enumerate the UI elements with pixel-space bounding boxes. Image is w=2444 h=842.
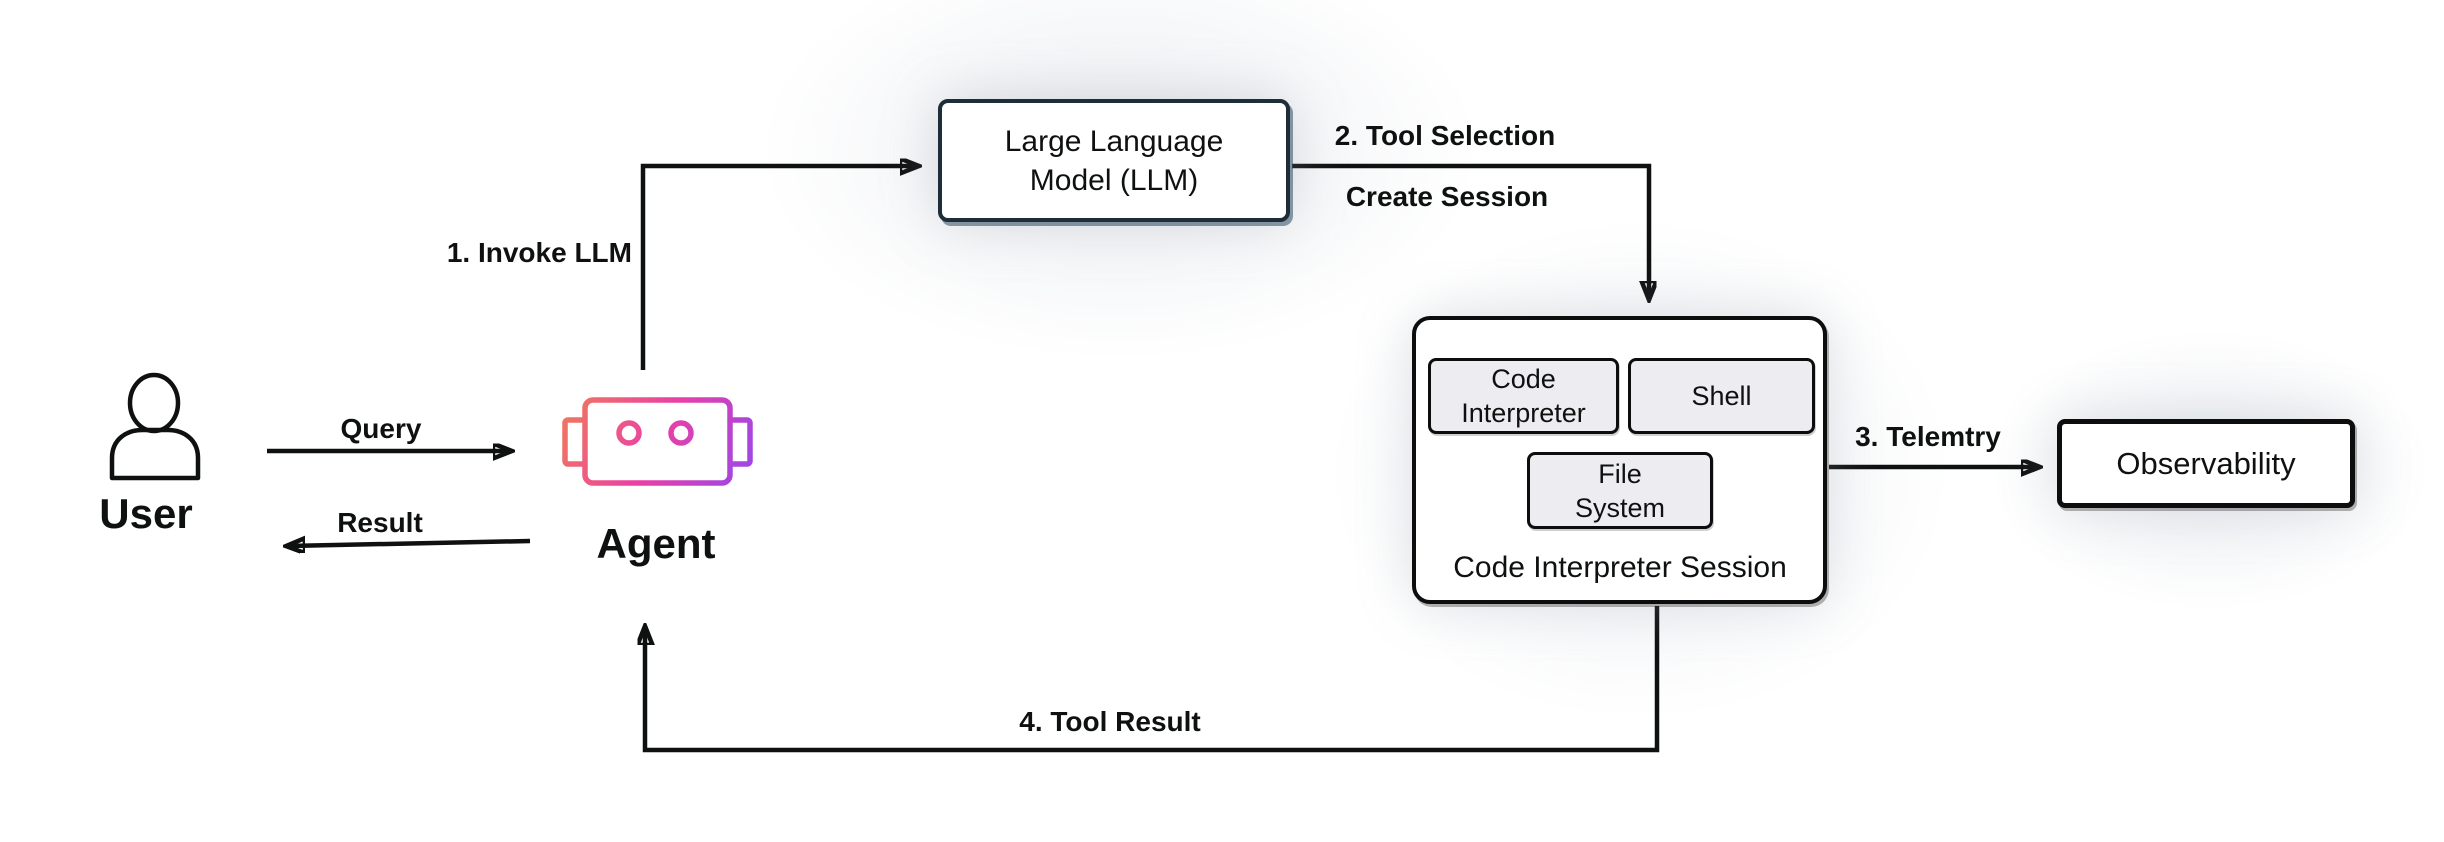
file-system-label-line2: System (1574, 492, 1666, 523)
code-interpreter-label-line1: Code (1491, 364, 1556, 394)
invoke-llm-label: 1. Invoke LLM (446, 237, 632, 268)
query-label: Query (340, 413, 422, 444)
result-label: Result (337, 507, 423, 538)
llm-label-line1: Large Language (1004, 124, 1224, 158)
code-interpreter-label-line2: Interpreter (1461, 398, 1586, 428)
tool-result-label: 4. Tool Result (1019, 706, 1201, 737)
robot-icon (562, 397, 753, 486)
create-session-label: Create Session (1345, 181, 1549, 212)
agent-label: Agent (596, 520, 716, 567)
invoke-llm-arrow (640, 166, 917, 370)
person-icon (109, 372, 201, 481)
user-label: User (99, 490, 193, 537)
shell-box: Shell (1628, 358, 1815, 434)
result-arrow (288, 541, 531, 546)
tool-result-arrow (645, 606, 1660, 753)
shell-label: Shell (1691, 381, 1752, 411)
tool-selection-label: 2. Tool Selection (1334, 120, 1556, 151)
file-system-label-line1: File (1598, 458, 1642, 489)
observability-label: Observability (2116, 445, 2296, 481)
observability-box: Observability (2057, 419, 2355, 508)
llm-label-line2: Model (LLM) (1029, 163, 1199, 197)
llm-box: Large Language Model (LLM) (938, 99, 1290, 222)
file-system-box: File System (1527, 452, 1713, 529)
code-interpreter-box: Code Interpreter (1428, 358, 1619, 434)
telemetry-label: 3. Telemtry (1855, 421, 2001, 452)
session-caption: Code Interpreter Session (1453, 551, 1787, 584)
tool-selection-arrow (1292, 163, 1649, 298)
